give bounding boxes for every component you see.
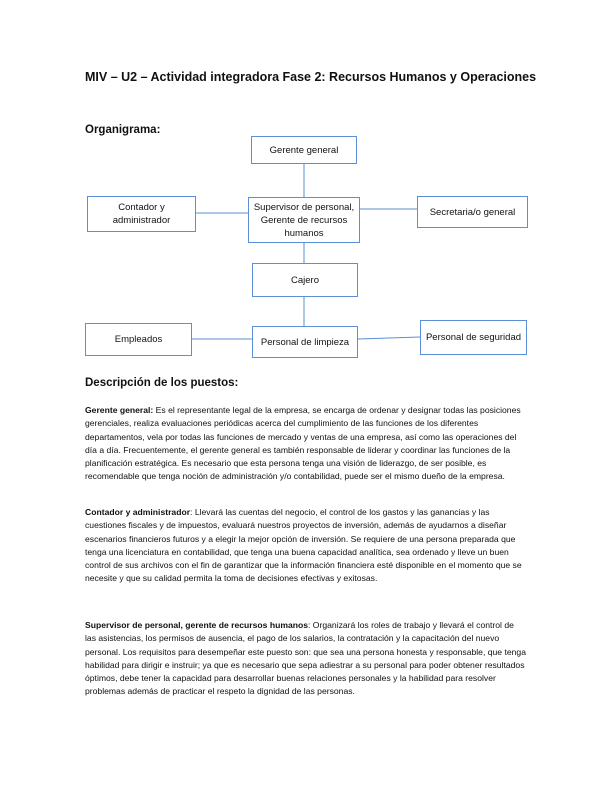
org-node-personal-seguridad: Personal de seguridad: [420, 320, 527, 355]
org-node-gerente-general: Gerente general: [251, 136, 357, 164]
org-node-personal-limpieza: Personal de limpieza: [252, 326, 358, 358]
section-label: Gerente general:: [85, 405, 154, 415]
section-label: Contador y administrador: [85, 507, 191, 517]
org-heading: Organigrama:: [85, 124, 161, 136]
section-label: Supervisor de personal, gerente de recur…: [85, 620, 309, 630]
org-node-contador: Contador y administrador: [87, 196, 196, 232]
document-title: MIV – U2 – Actividad integradora Fase 2:…: [85, 70, 537, 84]
org-node-empleados: Empleados: [85, 323, 192, 356]
org-node-cajero: Cajero: [252, 263, 358, 297]
section-text: Es el representante legal de la empresa,…: [85, 405, 521, 482]
section-gerente: Gerente general: Es el representante leg…: [85, 404, 527, 484]
section-text: : Llevará las cuentas del negocio, el co…: [85, 507, 522, 584]
section-text: : Organizará los roles de trabajo y llev…: [85, 620, 526, 697]
section-contador: Contador y administrador: Llevará las cu…: [85, 506, 527, 586]
descriptions-heading: Descripción de los puestos:: [85, 377, 239, 389]
connector-limpieza-seguridad: [357, 336, 421, 340]
org-node-supervisor: Supervisor de personal, Gerente de recur…: [248, 197, 360, 243]
section-supervisor: Supervisor de personal, gerente de recur…: [85, 619, 527, 699]
org-node-secretaria: Secretaria/o general: [417, 196, 528, 228]
